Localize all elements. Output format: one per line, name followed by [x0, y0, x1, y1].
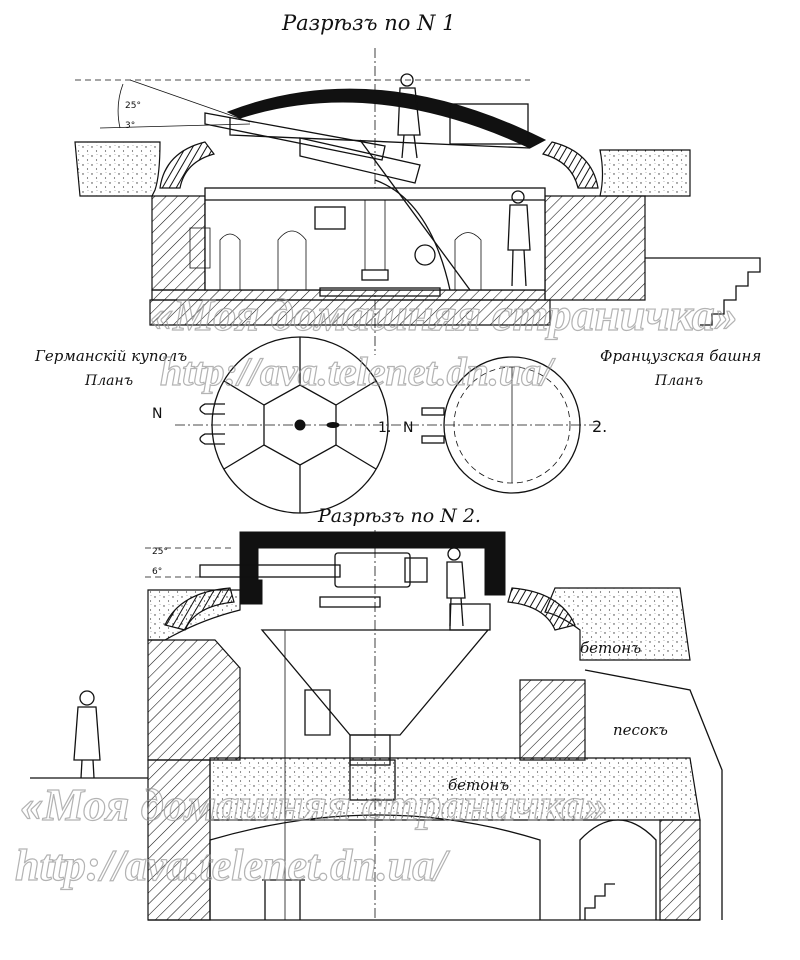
plans: Германскій куполъ Планъ Французская башн… [34, 336, 761, 514]
material-concrete-mid: бетонъ [448, 776, 509, 794]
cupola-rim [229, 118, 531, 149]
turret-funnel [260, 629, 490, 736]
vault-arch [209, 814, 541, 920]
german-dome-plan [199, 336, 389, 514]
german-plan-sub: Планъ [84, 373, 133, 389]
counterweight [304, 689, 331, 736]
french-port-upper [421, 407, 445, 416]
figure-gunner-dome [397, 73, 421, 159]
section-2-right-ring [507, 587, 576, 631]
gun-barrel-1 [204, 112, 386, 161]
winch-machinery [262, 879, 305, 920]
angle-bottom-label: 3° [125, 121, 135, 131]
cupola-dome [226, 88, 547, 149]
left-armour-ring [159, 141, 216, 189]
french-plan-name: Французская башня [600, 347, 761, 365]
gun-breech-2 [334, 552, 411, 588]
figure-sentry [73, 690, 101, 779]
elevation-rack [319, 596, 381, 608]
section-1-title: Разрѣзъ по N 1 [281, 11, 455, 35]
right-wall-hatched [544, 195, 646, 301]
section-2-right-wall [519, 679, 586, 761]
angle-arc [117, 83, 124, 129]
gear-wheel [414, 244, 436, 266]
staircase-right [645, 257, 761, 326]
watermarks: «Моя домашняя страничка» http://ava.tele… [14, 288, 738, 890]
german-plan-marker: N [152, 406, 162, 422]
german-port-upper [199, 403, 225, 415]
german-port-lower [199, 433, 225, 445]
arch-door-3 [454, 232, 482, 290]
german-plan-number: 1. [378, 420, 391, 436]
section-1: Разрѣзъ по N 1 25° 3° [74, 11, 761, 355]
turret-roof [239, 531, 506, 596]
side-cabinet [189, 227, 211, 269]
watermark-bottom-url: http://ava.telenet.dn.ua/ [15, 841, 450, 890]
pivot-box [314, 206, 346, 230]
watermark-top-url: http://ava.telenet.dn.ua/ [160, 349, 556, 394]
depression-line [99, 123, 251, 129]
vault-doorway [579, 819, 657, 920]
gun-breech-1 [299, 137, 421, 184]
french-plan-number: 2. [592, 417, 607, 436]
section-2-left-wall [147, 639, 241, 761]
gun-barrel-2 [199, 564, 341, 578]
gunner-platform [449, 603, 491, 631]
figure-soldier-room [507, 190, 531, 287]
french-port-lower [421, 435, 445, 444]
arch-door-1 [219, 233, 241, 290]
sand-slope [584, 669, 723, 920]
left-glacis [74, 141, 161, 197]
vault-stairs [584, 883, 615, 920]
right-glacis [599, 149, 691, 197]
material-concrete-right: бетонъ [580, 639, 641, 657]
right-armour-ring [541, 141, 599, 189]
section-2: Разрѣзъ по N 2. 25° 6° бетонъ п [30, 505, 723, 921]
gun-carriage-arm [359, 139, 471, 291]
angle-top-label: 25° [125, 101, 141, 111]
pivot-base [361, 269, 389, 281]
watermark-bottom-line: «Моя домашняя страничка» [20, 779, 608, 830]
arch-door-2 [277, 230, 307, 290]
french-turret-plan [421, 356, 581, 494]
cupola-port [449, 103, 529, 145]
left-wall-hatched [151, 195, 206, 291]
watermark-top-line: «Моя домашняя страничка» [150, 289, 738, 340]
elevation-line [129, 79, 251, 123]
french-plan-sub: Планъ [654, 373, 703, 389]
turret-chamber [204, 187, 546, 291]
gun-mount-curve [374, 179, 451, 291]
french-plan-marker: N [403, 420, 413, 436]
angle-2-top-label: 25° [152, 547, 168, 557]
gun-block-2 [404, 557, 428, 583]
vault-wall-right [659, 819, 701, 921]
roller-track [319, 287, 441, 297]
foundation [149, 299, 551, 326]
section-2-title: Разрѣзъ по N 2. [317, 505, 481, 527]
figure-gunner-turret [446, 547, 466, 627]
german-plan-name: Германскій куполъ [34, 347, 187, 365]
turret-wall-left [239, 579, 263, 605]
angle-2-bottom-label: 6° [152, 567, 162, 577]
material-sand: песокъ [613, 721, 668, 739]
section-2-left-ring [164, 587, 235, 631]
